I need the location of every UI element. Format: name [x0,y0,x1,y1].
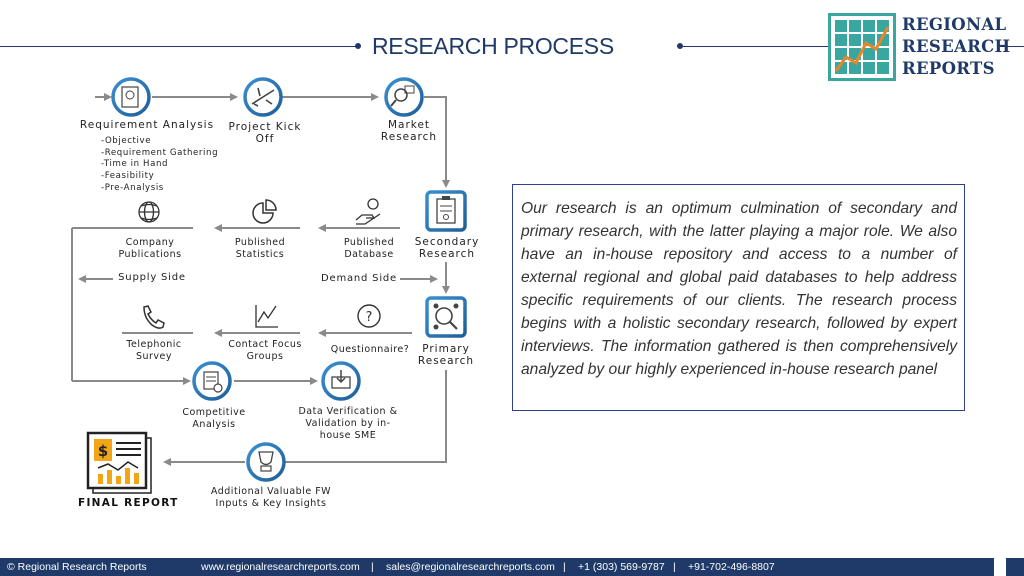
logo-line-3: REPORTS [902,59,995,78]
requirement-item: -Objective [101,136,152,146]
label-secondary-research: Secondary Research [414,236,480,260]
footer-separator: | [563,561,566,573]
market-research-icon [384,77,424,117]
header-line-left [0,46,358,47]
airplane-icon [243,77,283,117]
primary-research-icon [425,296,467,338]
pie-chart-icon [252,199,277,224]
requirement-item: -Requirement Gathering [101,147,219,158]
footer-website-link[interactable]: www.regionalresearchreports.com [201,561,360,573]
header-dot-left [355,43,361,49]
label-supply-side: Supply Side [118,272,186,283]
label-market-research: Market Research [380,119,438,143]
final-report-icon: $ [86,431,152,494]
description-box: Our research is an optimum culmination o… [512,184,965,411]
label-primary-research: Primary Research [417,343,475,367]
label-additional-inputs: Additional Valuable FW Inputs & Key Insi… [210,486,332,509]
requirement-items-list: -Objective -Requirement Gathering -Time … [101,136,218,195]
description-text: Our research is an optimum culmination o… [521,200,957,378]
data-verification-icon [321,361,361,401]
logo-icon [828,13,896,81]
flow-arrow [424,96,450,188]
label-demand-side: Demand Side [320,273,398,284]
trophy-icon [246,442,286,482]
flow-arrow [273,370,447,463]
requirement-item: -Time in Hand [101,159,169,170]
logo-text: REGIONAL RESEARCH REPORTS [902,14,1010,80]
header-line-right [680,46,830,47]
dollar-glyph: $ [98,442,108,460]
label-questionnaire: Questionnaire? [330,344,410,355]
hand-coin-icon [355,198,381,225]
label-published-statistics: Published Statistics [234,237,286,260]
footer-copyright: © Regional Research Reports [7,561,147,573]
question-mark-glyph: ? [366,310,373,325]
footer-separator: | [371,561,374,573]
label-published-database: Published Database [343,237,395,260]
label-telephonic-survey: Telephonic Survey [126,339,182,362]
requirement-item: -Pre-Analysis [101,182,164,193]
process-flow-diagram: ? $ [71,77,467,494]
label-data-verification: Data Verification & Validation by in-hou… [298,406,398,441]
page-title: RESEARCH PROCESS [372,33,614,59]
globe-icon [138,201,160,223]
line-chart-icon [255,305,278,328]
label-contact-focus-groups: Contact Focus Groups [228,339,302,362]
footer-phone-2: +91-702-496-8807 [688,561,775,573]
footer-phone-1: +1 (303) 569-9787 [578,561,665,573]
question-icon [357,304,381,328]
label-requirement-analysis: Requirement Analysis [79,119,215,131]
phone-icon [143,305,165,329]
footer-separator: | [673,561,676,573]
label-project-kick-off: Project Kick Off [228,121,302,145]
competitive-analysis-icon [192,361,232,401]
requirement-item: -Feasibility [101,171,155,182]
footer-bar: © Regional Research Reports www.regional… [0,558,1024,576]
footer-corner-block [994,558,1006,576]
header-line-far-right [1000,46,1024,47]
footer-email-link[interactable]: sales@regionalresearchreports.com [386,561,555,573]
logo-line-1: REGIONAL [902,15,1007,34]
final-report-label: FINAL REPORT [78,497,179,509]
requirement-analysis-icon [111,77,151,117]
label-competitive-analysis: Competitive Analysis [182,407,246,430]
logo-line-2: RESEARCH [902,37,1011,56]
secondary-research-icon [425,190,467,232]
label-company-publications: Company Publications [118,237,182,260]
